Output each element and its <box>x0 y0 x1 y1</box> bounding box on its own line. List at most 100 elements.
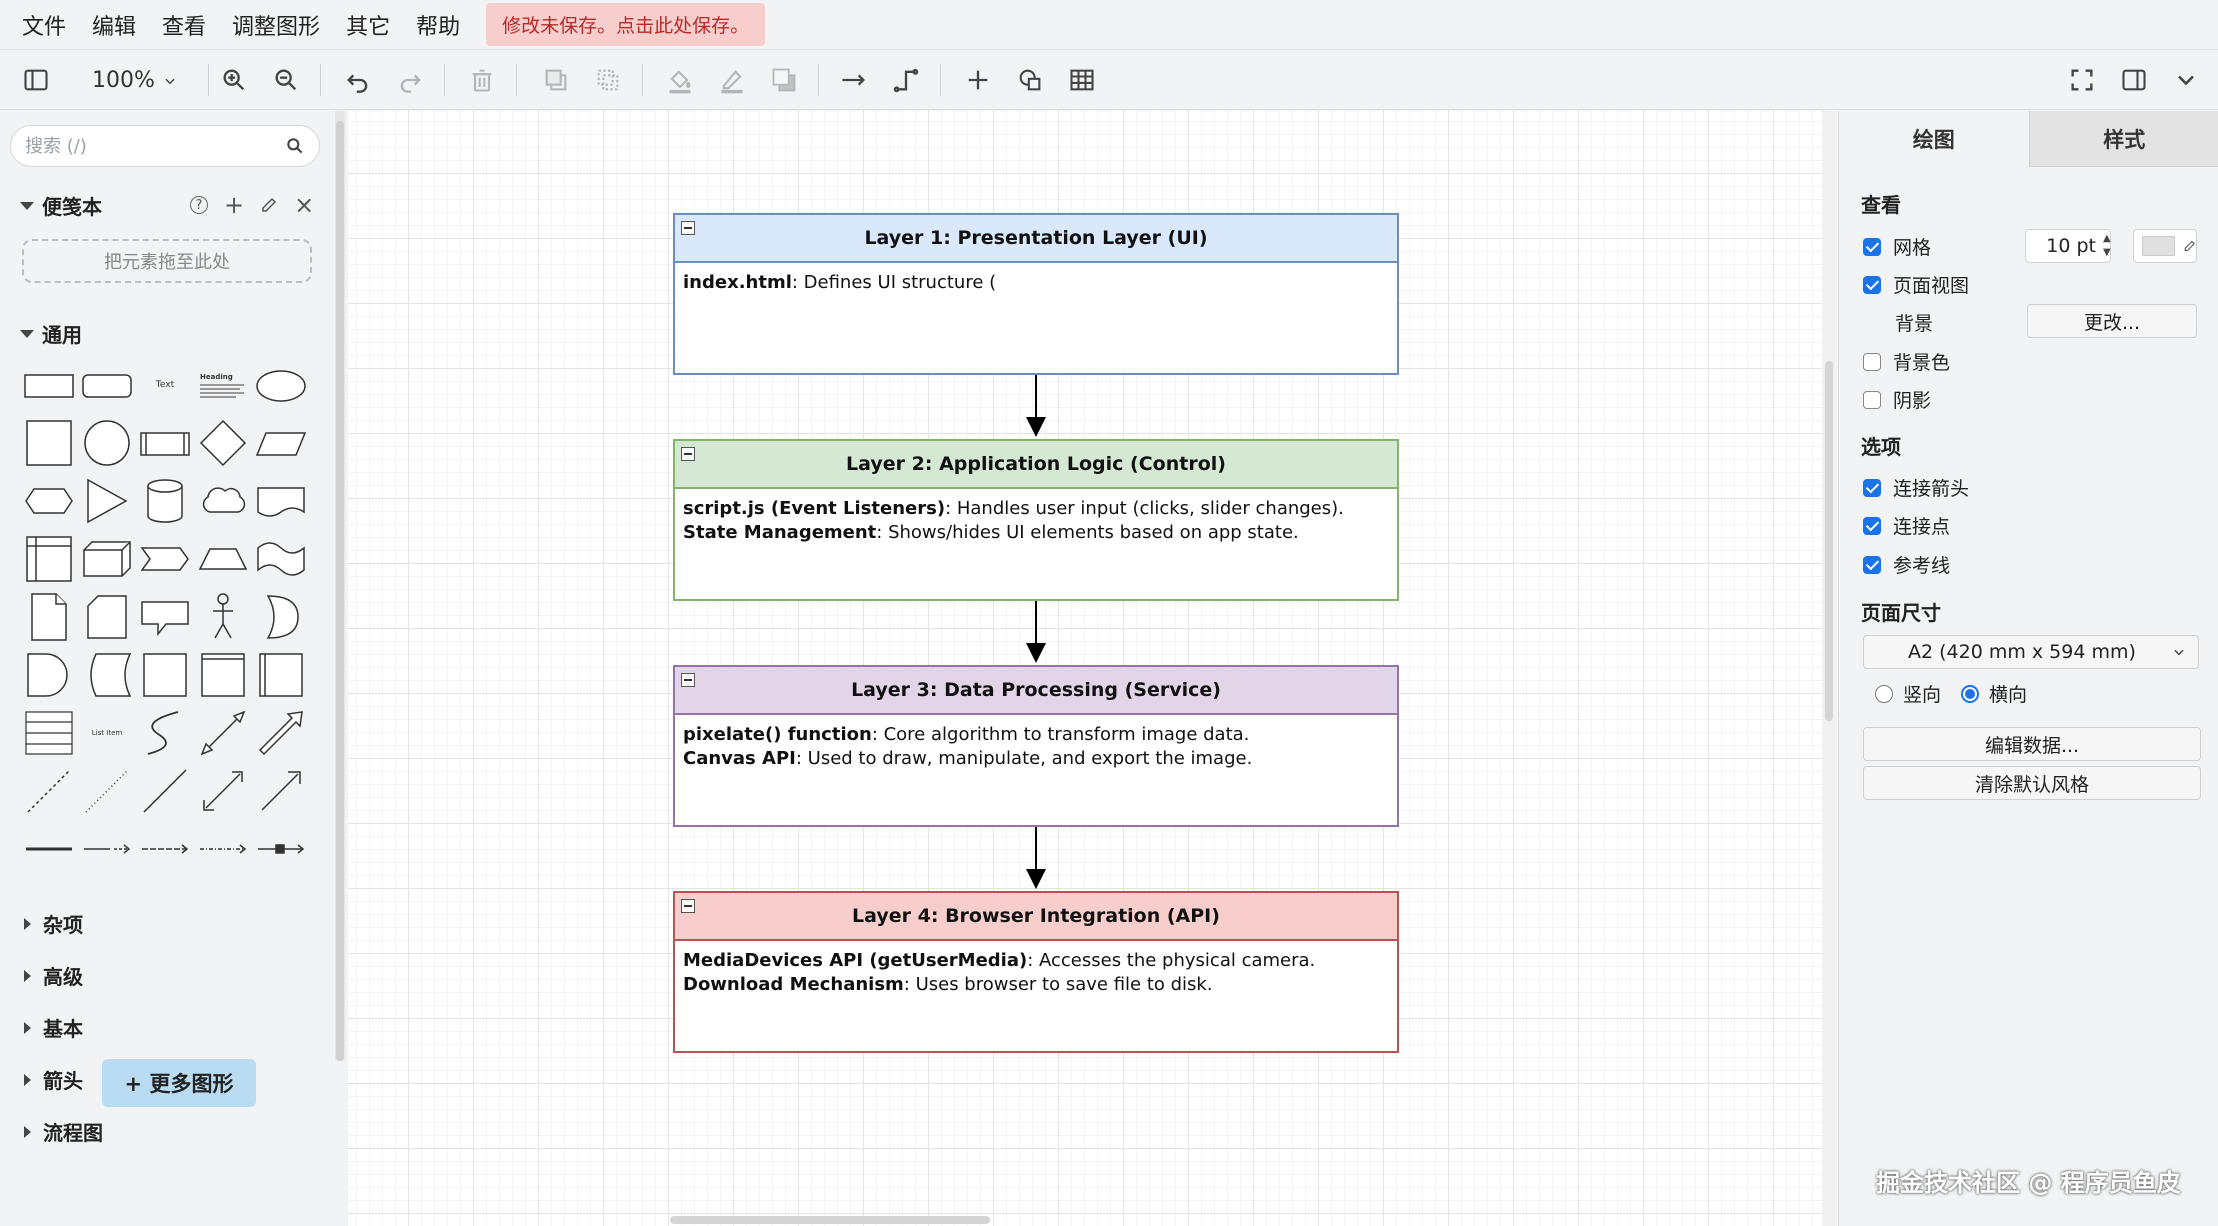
note-shape[interactable] <box>22 590 76 644</box>
guides-checkbox[interactable] <box>1863 555 1881 574</box>
layer-4-container[interactable]: Layer 4: Browser Integration (API) Media… <box>673 891 1399 1053</box>
tab-diagram[interactable]: 绘图 <box>1839 111 2029 167</box>
layer-body[interactable]: MediaDevices API (getUserMedia): Accesse… <box>675 941 1397 1005</box>
data-storage-shape[interactable] <box>80 648 134 702</box>
parallelogram-shape[interactable] <box>254 416 308 470</box>
diagram-canvas[interactable]: Layer 1: Presentation Layer (UI) index.h… <box>348 111 1822 1226</box>
square-shape[interactable] <box>22 416 76 470</box>
add-icon[interactable]: + <box>224 191 245 219</box>
tab-style[interactable]: 样式 <box>2028 111 2218 167</box>
circle-shape[interactable] <box>80 416 134 470</box>
search-icon[interactable] <box>285 136 305 156</box>
rounded-rectangle-shape[interactable] <box>80 358 134 412</box>
close-icon[interactable]: × <box>294 191 315 219</box>
dashed-line-shape[interactable] <box>22 764 76 818</box>
connection-arrow-icon[interactable] <box>836 62 872 98</box>
ellipse-shape[interactable] <box>254 358 308 412</box>
zoom-in-icon[interactable] <box>216 62 252 98</box>
curve-shape[interactable] <box>138 706 192 760</box>
canvas-vertical-scrollbar[interactable] <box>1822 111 1836 1226</box>
connection-points-checkbox[interactable] <box>1863 516 1881 535</box>
or-shape[interactable] <box>254 590 308 644</box>
insert-plus-icon[interactable] <box>960 62 996 98</box>
process-shape[interactable] <box>138 416 192 470</box>
flowchart-section-header[interactable]: 流程图 <box>24 1117 103 1146</box>
panel-toggle-icon[interactable] <box>2116 62 2152 98</box>
textbox-shape[interactable]: Heading <box>196 358 250 412</box>
undo-icon[interactable] <box>340 62 376 98</box>
connector-with-label-shape[interactable] <box>254 822 308 876</box>
grid-color-picker[interactable] <box>2133 229 2197 263</box>
search-input[interactable] <box>25 135 285 157</box>
collapse-toggle-icon[interactable] <box>681 221 695 235</box>
cloud-shape[interactable] <box>196 474 250 528</box>
layer-3-container[interactable]: Layer 3: Data Processing (Service) pixel… <box>673 665 1399 827</box>
link-arrow-shape[interactable] <box>80 822 134 876</box>
arrows-section-header[interactable]: 箭头 <box>24 1065 83 1094</box>
landscape-radio-row[interactable]: 横向 <box>1961 680 2027 707</box>
clear-default-style-button[interactable]: 清除默认风格 <box>1863 766 2201 800</box>
layer-body[interactable]: script.js (Event Listeners): Handles use… <box>675 489 1397 553</box>
trapezoid-shape[interactable] <box>196 532 250 586</box>
sidebar-scrollbar[interactable] <box>335 111 345 1061</box>
shadow-icon[interactable] <box>766 62 802 98</box>
fill-color-icon[interactable] <box>662 62 698 98</box>
card-shape[interactable] <box>80 590 134 644</box>
layer-2-container[interactable]: Layer 2: Application Logic (Control) scr… <box>673 439 1399 601</box>
page-size-select[interactable]: A2 (420 mm x 594 mm) <box>1863 635 2199 669</box>
guides-checkbox-row[interactable]: 参考线 <box>1863 551 1950 578</box>
more-shapes-button[interactable]: + 更多图形 <box>102 1059 256 1107</box>
tape-shape[interactable] <box>254 532 308 586</box>
line-shape[interactable] <box>138 764 192 818</box>
help-icon[interactable]: ? <box>190 196 208 214</box>
zoom-out-icon[interactable] <box>268 62 304 98</box>
menu-view[interactable]: 查看 <box>162 14 207 40</box>
dashed-arrow-shape[interactable] <box>138 822 192 876</box>
collapse-toolbar-icon[interactable] <box>2168 62 2204 98</box>
fullscreen-icon[interactable] <box>2064 62 2100 98</box>
format-panel-toggle-icon[interactable] <box>18 62 54 98</box>
menu-extras[interactable]: 其它 <box>346 14 391 40</box>
layer-1-container[interactable]: Layer 1: Presentation Layer (UI) index.h… <box>673 213 1399 375</box>
menu-arrange[interactable]: 调整图形 <box>232 14 321 40</box>
text-shape[interactable]: Text <box>155 380 175 390</box>
scratchpad-dropzone[interactable]: 把元素拖至此处 <box>22 239 312 283</box>
connection-arrows-checkbox[interactable] <box>1863 478 1881 497</box>
triangle-shape[interactable] <box>80 474 134 528</box>
grid-checkbox-row[interactable]: 网格 <box>1863 233 1931 260</box>
dotted-arrow-shape[interactable] <box>196 822 250 876</box>
layer-body[interactable]: pixelate() function: Core algorithm to t… <box>675 715 1397 779</box>
list-item-shape[interactable]: List Item <box>91 729 123 737</box>
diamond-shape[interactable] <box>196 416 250 470</box>
step-shape[interactable] <box>138 532 192 586</box>
connection-arrows-checkbox-row[interactable]: 连接箭头 <box>1863 474 1969 501</box>
misc-section-header[interactable]: 杂项 <box>24 909 83 938</box>
scratchpad-header[interactable]: 便笺本 <box>20 191 102 220</box>
zoom-dropdown[interactable]: 100% <box>92 68 177 93</box>
to-back-icon[interactable] <box>590 62 626 98</box>
delay-shape[interactable] <box>22 648 76 702</box>
callout-shape[interactable] <box>138 590 192 644</box>
change-background-button[interactable]: 更改... <box>2027 304 2197 338</box>
canvas-horizontal-scrollbar-thumb[interactable] <box>670 1216 990 1224</box>
vertical-container-shape[interactable] <box>254 648 308 702</box>
directional-connector-shape[interactable] <box>254 764 308 818</box>
waypoints-icon[interactable] <box>888 62 924 98</box>
rectangle-shape[interactable] <box>22 358 76 412</box>
bidirectional-arrow-shape[interactable] <box>196 706 250 760</box>
grid-size-stepper[interactable]: ▲▼ <box>2103 233 2111 258</box>
grid-checkbox[interactable] <box>1863 237 1881 256</box>
general-section-header[interactable]: 通用 <box>20 319 82 348</box>
cylinder-shape[interactable] <box>138 474 192 528</box>
unsaved-changes-button[interactable]: 修改未保存。点击此处保存。 <box>486 3 766 46</box>
table-icon[interactable] <box>1064 62 1100 98</box>
redo-icon[interactable] <box>392 62 428 98</box>
internal-storage-shape[interactable] <box>22 532 76 586</box>
menu-help[interactable]: 帮助 <box>416 14 461 40</box>
shadow-checkbox-row[interactable]: 阴影 <box>1863 386 1931 413</box>
landscape-radio[interactable] <box>1961 684 1979 703</box>
grid-size-input[interactable]: 10 pt <box>2025 229 2111 263</box>
bg-color-checkbox-row[interactable]: 背景色 <box>1863 348 1950 375</box>
document-shape[interactable] <box>254 474 308 528</box>
basic-section-header[interactable]: 基本 <box>24 1013 83 1042</box>
